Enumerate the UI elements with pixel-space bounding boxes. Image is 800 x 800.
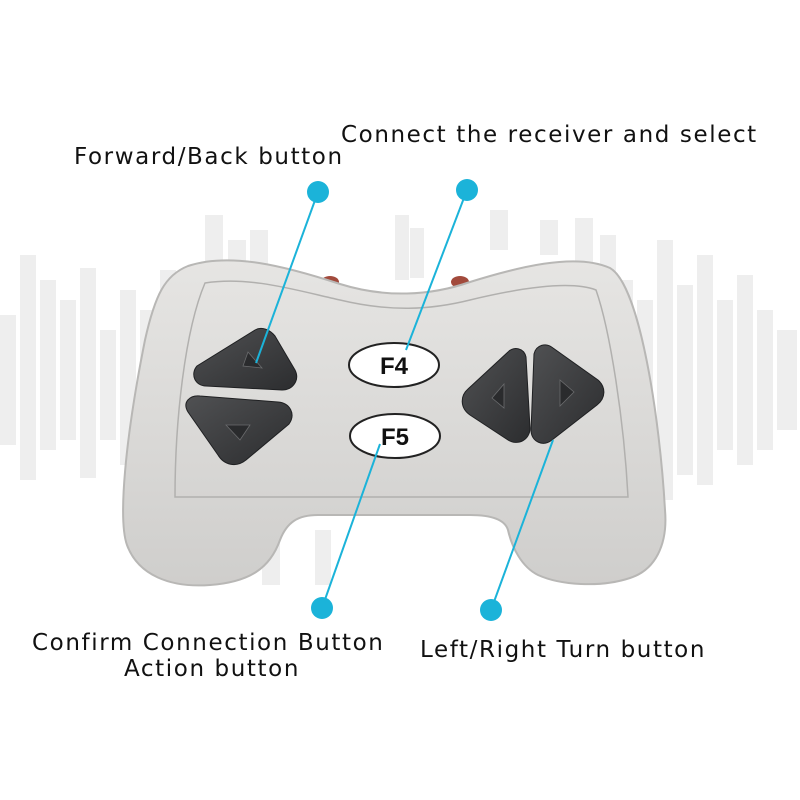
connect-select-callout: Connect the receiver and select	[341, 122, 758, 148]
right-arrow-icon	[559, 379, 575, 407]
back-arrow-icon	[225, 424, 251, 441]
forward-back-callout: Forward/Back button	[74, 144, 344, 170]
left-right-turn-callout: Left/Right Turn button	[420, 637, 707, 663]
f4-button[interactable]: F4	[348, 342, 440, 388]
confirm-leader	[321, 443, 381, 609]
forward-back-leader	[255, 191, 319, 364]
controller-panel	[174, 280, 629, 498]
f4-label: F4	[380, 353, 409, 380]
confirm-connection-callout: Confirm Connection Button	[32, 630, 385, 656]
f5-label: F5	[381, 424, 409, 451]
connect-dot	[456, 179, 478, 201]
left-right-dot	[480, 599, 502, 621]
forward-back-dot	[307, 181, 329, 203]
forward-arrow-icon	[242, 351, 263, 369]
left-right-leader	[490, 439, 554, 611]
confirm-dot	[311, 597, 333, 619]
action-callout: Action button	[124, 656, 301, 682]
connect-leader	[405, 189, 468, 351]
left-arrow-icon	[491, 382, 505, 409]
f5-button[interactable]: F5	[349, 413, 441, 459]
callout-pointers	[255, 179, 554, 621]
